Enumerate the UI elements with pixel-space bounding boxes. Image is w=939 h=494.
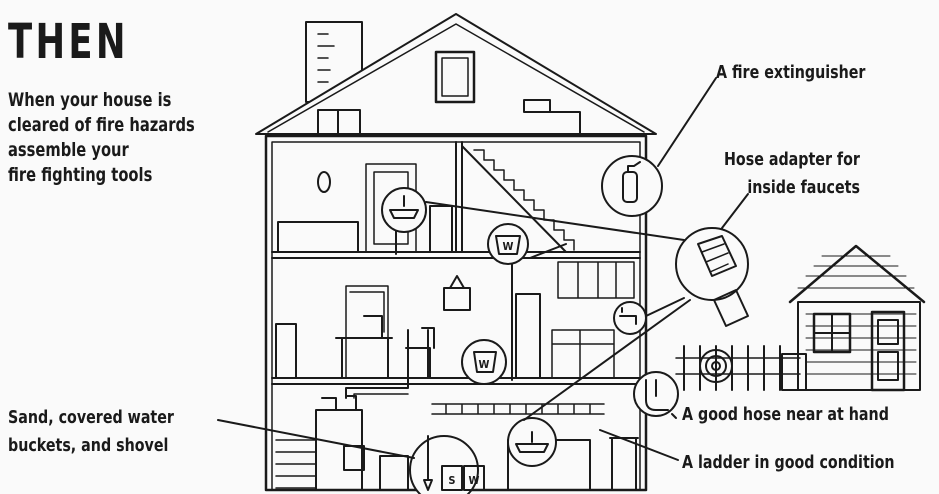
callout-extinguisher: A fire extinguisher xyxy=(716,62,865,83)
callout-hose: A good hose near at hand xyxy=(682,404,889,425)
bucket-label: S xyxy=(448,474,455,487)
middle-floor xyxy=(276,262,634,378)
hose-callout xyxy=(634,372,678,416)
basement-sink-callout xyxy=(508,418,556,466)
sink-callout xyxy=(382,188,426,232)
callout-ladder: A ladder in good condition xyxy=(682,452,895,473)
callout-line: inside faucets xyxy=(724,174,860,202)
hose-adapter-callout xyxy=(676,228,748,326)
bucket-label: W xyxy=(503,240,514,253)
upper-floor xyxy=(278,146,574,252)
callout-hose-adapter: Hose adapter for inside faucets xyxy=(724,146,860,202)
fence xyxy=(676,346,806,390)
bucket-callout: W xyxy=(488,224,528,264)
sand-buckets: S W xyxy=(410,436,484,494)
shed xyxy=(790,246,924,390)
kitchen-bucket-callout: W xyxy=(462,340,506,384)
callout-sand-buckets: Sand, covered water buckets, and shovel xyxy=(8,404,174,460)
house-walls xyxy=(266,136,646,490)
callout-line: Sand, covered water xyxy=(8,404,174,432)
bucket-label: W xyxy=(469,474,480,487)
callout-line: Hose adapter for xyxy=(724,146,860,174)
extinguisher-callout xyxy=(602,156,662,216)
faucet-callout xyxy=(614,302,646,334)
callout-line: buckets, and shovel xyxy=(8,432,174,460)
bucket-label: W xyxy=(479,358,490,371)
